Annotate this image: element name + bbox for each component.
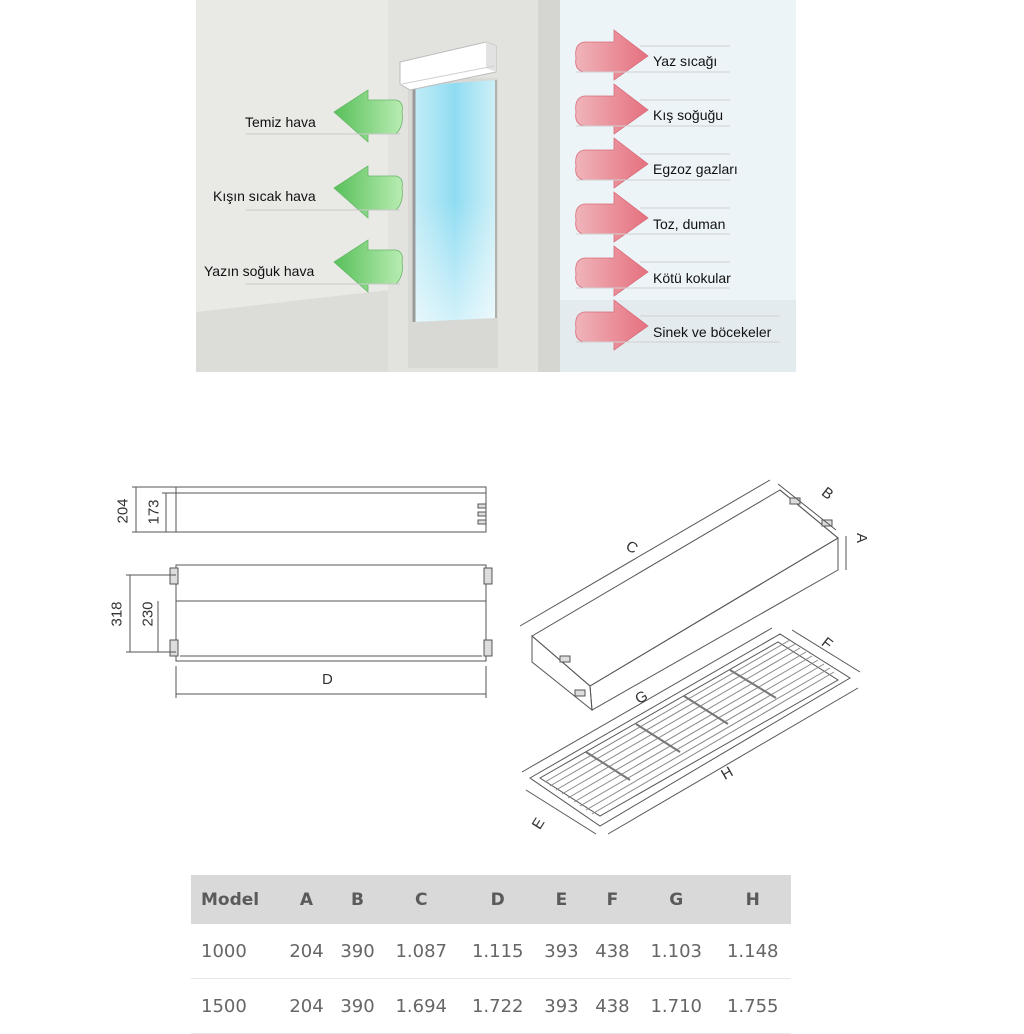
wall-edge [538, 0, 560, 372]
spec-table: Model A B C D E F G H 1000 204 390 1.087… [191, 875, 791, 1034]
table-cell: 1.115 [459, 924, 536, 979]
table-cell: 438 [586, 978, 638, 1034]
header-c: C [383, 875, 460, 924]
outside-label-2: Kış soğuğu [653, 107, 724, 123]
header-a: A [281, 875, 332, 924]
drawing-lines [126, 479, 861, 835]
outside-arrow-1 [575, 29, 730, 81]
header-h: H [714, 875, 791, 924]
outside-label-3: Egzoz gazları [653, 161, 738, 177]
table-cell: 1.722 [459, 978, 536, 1034]
table-cell: 204 [281, 978, 332, 1034]
isometric-grille [521, 627, 861, 835]
table-cell: 393 [535, 978, 587, 1034]
table-cell: 438 [586, 924, 638, 979]
header-e: E [535, 875, 587, 924]
table-cell: 1.087 [383, 924, 460, 979]
isometric-unit [519, 479, 847, 712]
header-d: D [459, 875, 536, 924]
table-header-row: Model A B C D E F G H [191, 875, 791, 924]
dim-front-outer: 204 [114, 498, 132, 524]
header-model: Model [191, 875, 281, 924]
table-cell: 1.103 [637, 924, 715, 979]
scene-illustration [196, 0, 796, 372]
outside-label-1: Yaz sıcağı [653, 53, 718, 69]
inside-label-3: Yazın soğuk hava [204, 263, 315, 279]
table-cell: 1.755 [714, 978, 791, 1034]
technical-drawings: 204 173 318 230 D C B A G H E F [0, 440, 1024, 860]
top-view [126, 564, 493, 698]
inside-label-2: Kışın sıcak hava [213, 188, 316, 204]
outside-arrow-3 [575, 137, 730, 189]
table-cell: 1.694 [383, 978, 460, 1034]
outside-label-4: Toz, duman [653, 216, 726, 232]
outside-arrow-4 [575, 191, 730, 243]
dim-front-inner: 173 [145, 499, 163, 525]
header-b: B [332, 875, 383, 924]
table-row: 1000 204 390 1.087 1.115 393 438 1.103 1… [191, 924, 791, 979]
outside-arrow-5 [575, 245, 730, 297]
left-wall [196, 0, 388, 312]
dim-top-inner: 230 [139, 601, 157, 627]
table-cell: 390 [332, 924, 383, 979]
dim-iso-a: A [853, 532, 871, 544]
inside-label-1: Temiz hava [245, 114, 316, 130]
table-cell: 393 [535, 924, 587, 979]
outside-label-6: Sinek ve böcekeler [653, 324, 772, 340]
table-cell: 1000 [191, 924, 281, 979]
table-cell: 204 [281, 924, 332, 979]
inside-arrow-3 [333, 239, 403, 293]
outside-arrow-2 [575, 83, 730, 135]
air-curtain-vent [401, 65, 495, 85]
table-cell: 1.710 [637, 978, 715, 1034]
outside-label-5: Kötü kokular [653, 270, 731, 286]
air-curtain-unit-side [486, 42, 496, 72]
inside-arrow-2 [333, 165, 403, 219]
table-cell: 1500 [191, 978, 281, 1034]
dim-length-d: D [322, 671, 333, 688]
outside-arrow-6 [575, 299, 780, 351]
air-curtain-scene: Temiz hava Kışın sıcak hava Yazın soğuk … [0, 0, 1024, 380]
inside-arrow-1 [333, 89, 403, 143]
table-cell: 390 [332, 978, 383, 1034]
header-g: G [637, 875, 715, 924]
dim-top-outer: 318 [108, 601, 126, 627]
table-row: 1500 204 390 1.694 1.722 393 438 1.710 1… [191, 978, 791, 1034]
table-cell: 1.148 [714, 924, 791, 979]
air-curtain-fade [414, 200, 496, 322]
header-f: F [586, 875, 638, 924]
front-view [132, 486, 487, 533]
